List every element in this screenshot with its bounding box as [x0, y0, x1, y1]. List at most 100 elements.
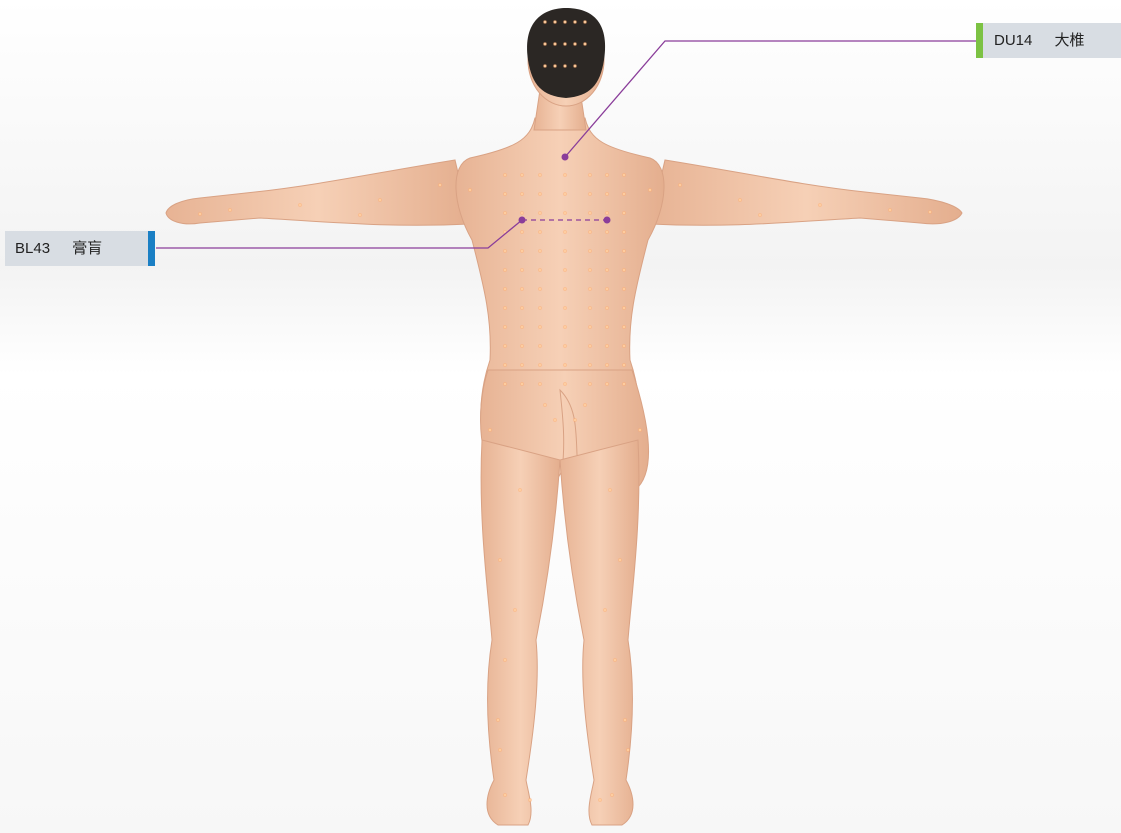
acupoint-dot	[563, 192, 568, 197]
acupoint-dot	[928, 210, 933, 215]
acupoint-dot	[563, 382, 568, 387]
acupoint-dot	[622, 211, 627, 216]
acupoint-dot	[563, 211, 568, 216]
du14-name: 大椎	[1055, 23, 1085, 58]
acupoint-dot	[888, 208, 893, 213]
acupoint-dot	[563, 230, 568, 235]
acupoint-dot	[538, 344, 543, 349]
bl43-marker-right[interactable]	[604, 217, 611, 224]
acupoint-dot	[758, 213, 763, 218]
acupoint-dot	[520, 211, 525, 216]
acupoint-dot	[638, 428, 643, 433]
acupoint-dot	[678, 183, 683, 188]
acupoint-dot	[520, 382, 525, 387]
acupoint-dot	[605, 173, 610, 178]
acupoint-dot	[622, 382, 627, 387]
acupoint-dot	[538, 306, 543, 311]
acupoint-dot	[520, 230, 525, 235]
du14-marker[interactable]	[562, 154, 569, 161]
acupoint-dot	[298, 203, 303, 208]
acupoint-dot	[563, 325, 568, 330]
acupoint-dot	[573, 64, 578, 69]
acupoint-dot	[538, 325, 543, 330]
acupoint-dot	[378, 198, 383, 203]
acupoint-dot	[538, 211, 543, 216]
acupoint-dot	[538, 249, 543, 254]
acupoint-dot	[563, 287, 568, 292]
bl43-name: 膏肓	[72, 231, 102, 266]
acupoint-dot	[623, 718, 628, 723]
acupoint-dot	[563, 42, 568, 47]
bl43-marker[interactable]	[519, 217, 526, 224]
acupoint-dot	[588, 268, 593, 273]
acupoint-dot	[622, 306, 627, 311]
acupoint-dot	[622, 363, 627, 368]
acupoint-dot	[588, 382, 593, 387]
acupoint-dot	[622, 230, 627, 235]
acupoint-dot	[503, 793, 508, 798]
acupoint-dot	[818, 203, 823, 208]
acupoint-dot	[563, 268, 568, 273]
acupoint-dot	[605, 363, 610, 368]
acupoint-dot	[543, 20, 548, 25]
acupoint-dot	[520, 344, 525, 349]
acupoint-dot	[503, 268, 508, 273]
acupoint-dot	[618, 558, 623, 563]
acupoint-dot	[605, 287, 610, 292]
acupoint-dot	[605, 211, 610, 216]
acupoint-dot	[538, 192, 543, 197]
acupoint-dot	[605, 268, 610, 273]
acupoint-dot	[513, 608, 518, 613]
acupoint-dot	[553, 20, 558, 25]
acupoint-dot	[468, 188, 473, 193]
acupoint-dot	[613, 658, 618, 663]
acupoint-dot	[588, 287, 593, 292]
du14-accent-bar	[976, 23, 983, 58]
acupoint-dot	[622, 268, 627, 273]
acupoint-dot	[528, 798, 533, 803]
acupoint-dot	[605, 249, 610, 254]
acupoint-dot	[563, 20, 568, 25]
acupoint-dot	[520, 249, 525, 254]
acupoint-dot	[603, 608, 608, 613]
acupoint-dot	[553, 64, 558, 69]
acupoint-dot	[358, 213, 363, 218]
acupoint-dot	[622, 173, 627, 178]
du14-code: DU14	[994, 23, 1032, 58]
acupoint-dot	[738, 198, 743, 203]
bl43-accent-bar	[148, 231, 155, 266]
acupoint-dot	[503, 306, 508, 311]
acupoint-dot	[496, 718, 501, 723]
bl43-code: BL43	[15, 231, 50, 266]
acupoint-dot	[498, 558, 503, 563]
acupoint-dot	[543, 403, 548, 408]
acupoint-dot	[520, 306, 525, 311]
acupoint-dot	[520, 173, 525, 178]
acupoint-dot	[610, 793, 615, 798]
acupoint-dot	[563, 306, 568, 311]
acupoint-dot	[503, 344, 508, 349]
bl43-label[interactable]: BL43 膏肓	[5, 231, 155, 266]
acupoint-dot	[520, 325, 525, 330]
acupoint-dot	[520, 268, 525, 273]
acupoint-dot	[503, 249, 508, 254]
acupoint-dot	[228, 208, 233, 213]
acupoint-dot	[605, 192, 610, 197]
acupoint-dot	[520, 363, 525, 368]
acupoint-dot	[488, 428, 493, 433]
acupoint-dot	[503, 658, 508, 663]
du14-label[interactable]: DU14 大椎	[976, 23, 1121, 58]
acupoint-dot	[538, 268, 543, 273]
acupoint-dot	[498, 748, 503, 753]
acupoint-dot	[608, 488, 613, 493]
acupoint-dot	[563, 173, 568, 178]
acupoint-dot	[583, 403, 588, 408]
acupoint-dot	[622, 325, 627, 330]
acupoint-dot	[605, 325, 610, 330]
acupoint-dot	[648, 188, 653, 193]
acupoint-dot	[605, 344, 610, 349]
acupoint-dot	[563, 64, 568, 69]
acupoint-dot	[553, 42, 558, 47]
acupoint-dot	[605, 306, 610, 311]
acupoint-dot	[563, 363, 568, 368]
